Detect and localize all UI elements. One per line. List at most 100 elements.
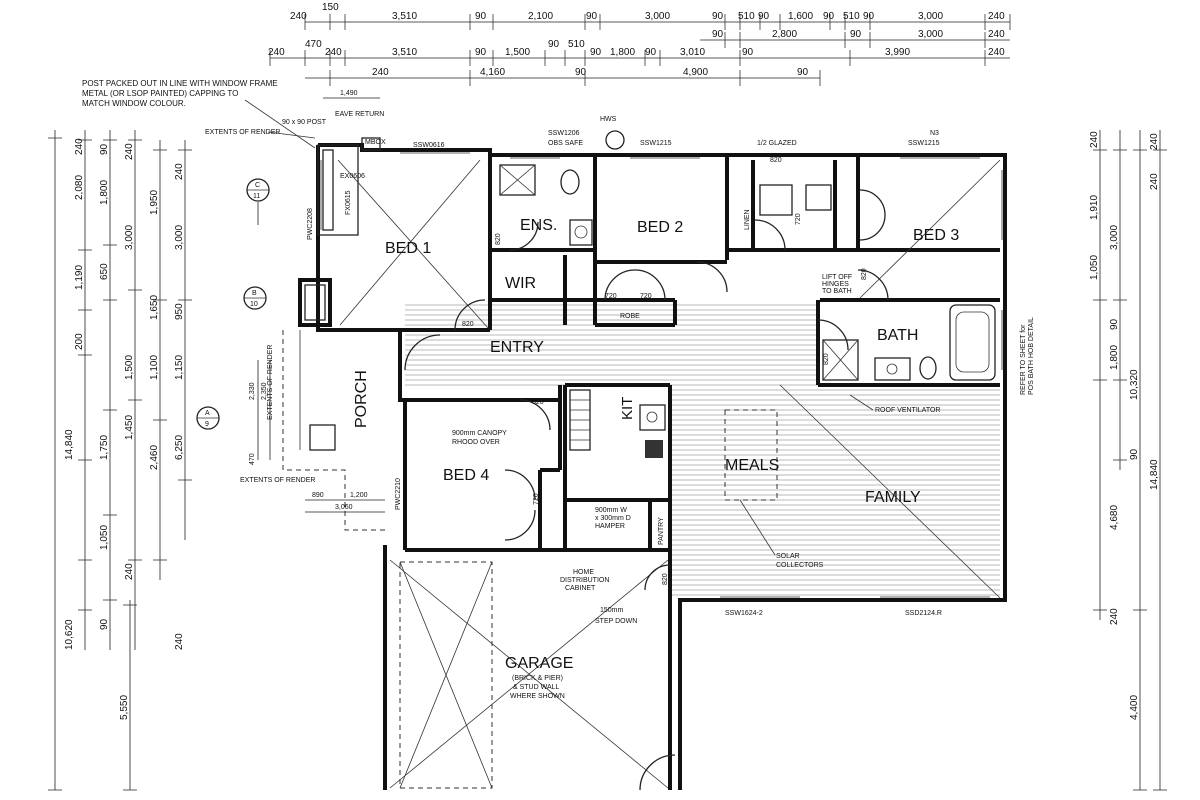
top-dimensions: 240 150 3,510 90 2,100 90 3,000 90 510 9… (268, 2, 1011, 86)
label-linen: LINEN (744, 209, 751, 230)
note-90x90-post: 90 x 90 POST (282, 119, 327, 126)
door-bed1 (454, 299, 486, 331)
label-entry: ENTRY (490, 339, 544, 356)
callouts: HWS SSW1206 OBS SAFE SSW0616 MBOX SSW121… (240, 116, 1035, 700)
dim-top1-5: 90 (586, 11, 598, 22)
dim-top1-12: 510 (843, 11, 860, 22)
note-eave-return: EAVE RETURN (335, 111, 384, 118)
dim-left-1450: 1,450 (124, 415, 135, 440)
dim-right-1910: 1,910 (1089, 195, 1100, 220)
dim-right-1800: 1,800 (1109, 345, 1120, 370)
dim-top2-1: 2,800 (772, 29, 797, 40)
section-markers: C 11 B 10 A 9 (196, 178, 270, 430)
dim-right-240: 240 (1089, 131, 1100, 148)
dw-hall-720: 720 (795, 213, 802, 225)
win-ssd2124: SSD2124.R (905, 610, 942, 617)
dim-left-1500: 1,500 (124, 355, 135, 380)
dim-top3-14: 240 (988, 47, 1005, 58)
label-kit: KIT (619, 397, 636, 420)
label-ens: ENS. (520, 217, 557, 234)
label-robe: ROBE (620, 313, 640, 320)
door-bath (817, 319, 849, 351)
note-canopy-2: RHOOD OVER (452, 439, 500, 446)
section-b-sheet: 10 (250, 301, 258, 308)
dw-garage: 820 (662, 573, 669, 585)
dim-right-240b: 240 (1109, 608, 1120, 625)
dim-right-4680: 4,680 (1109, 505, 1120, 530)
dim-right-240d: 240 (1149, 133, 1160, 150)
dw-ens: 820 (495, 233, 502, 245)
bath-vanity (874, 357, 911, 381)
dim-top2-2: 90 (850, 29, 862, 40)
dw-bed4: 820 (532, 399, 544, 406)
note-garage-1: (BRICK & PIER) (512, 675, 563, 682)
dim-left-10620: 10,620 (64, 619, 75, 650)
note-home-dist-3: CABINET (565, 585, 596, 592)
porch-extents (282, 330, 385, 531)
note-step-down-2: STEP DOWN (595, 618, 637, 625)
section-a-label: A (205, 410, 210, 417)
door-linen (754, 219, 786, 251)
label-bed1: BED 1 (385, 240, 431, 257)
section-a-sheet: 9 (205, 421, 209, 428)
label-mbox: MBOX (365, 139, 386, 146)
dim-top4-4: 90 (797, 67, 809, 78)
dim-top3-11: 3,010 (680, 47, 705, 58)
dim-right-3000: 3,000 (1109, 225, 1120, 250)
dim-left-5550: 5,550 (119, 695, 130, 720)
note-solar-1: SOLAR (776, 553, 800, 560)
dw-bath: 820 (823, 353, 830, 365)
note-step-down-1: 150mm (600, 607, 624, 614)
note-half-glazed: 1/2 GLAZED (757, 140, 797, 147)
label-wir: WIR (505, 275, 536, 292)
dim-left-1190: 1,190 (74, 265, 85, 290)
dim-porch-3060: 3,060 (335, 504, 353, 511)
win-ssw0616: SSW0616 (413, 142, 445, 149)
dim-top4-2: 90 (575, 67, 587, 78)
bathtub (949, 304, 996, 381)
door-widths: 820 820 720 720 820 720 820 820 720 820 … (462, 157, 868, 585)
door-bed3 (857, 269, 889, 301)
dim-top3-3: 3,510 (392, 47, 417, 58)
dim-porch-2350: 2,350 (261, 382, 268, 400)
dim-top1-13: 90 (863, 11, 875, 22)
dim-left2-1150: 1,150 (174, 355, 185, 380)
dw-720-a: 720 (605, 293, 617, 300)
dim-top2-4: 240 (988, 29, 1005, 40)
dim-top3-7: 510 (568, 39, 585, 50)
dim-top1-7: 90 (712, 11, 724, 22)
dim-top4-0: 240 (372, 67, 389, 78)
win-pwc2208: PWC2208 (307, 208, 314, 240)
dim-top1-11: 90 (823, 11, 835, 22)
label-bath: BATH (877, 327, 918, 344)
dim-top2-0: 90 (712, 29, 724, 40)
win-ex0606: EX0606 (340, 173, 365, 180)
dim-porch-2330: 2,330 (249, 382, 256, 400)
note-obs-safe: OBS SAFE (548, 140, 583, 147)
dim-top3-8: 90 (590, 47, 602, 58)
ensuite-shower (499, 164, 536, 196)
dim-left-240: 240 (74, 138, 85, 155)
label-bed2: BED 2 (637, 219, 683, 236)
kitchen-sink (639, 404, 666, 431)
door-bed3-robe-a (859, 189, 886, 216)
note-refer-bath-1: REFER TO SHEET for (1020, 324, 1027, 395)
win-ssw1206: SSW1206 (548, 130, 580, 137)
section-c-label: C (255, 182, 260, 189)
note-post-line3: MATCH WINDOW COLOUR. (82, 99, 186, 108)
dim-left2-950: 950 (174, 303, 185, 320)
note-home-dist-2: DISTRIBUTION (560, 577, 609, 584)
fixtures (361, 130, 996, 458)
dim-top1-6: 3,000 (645, 11, 670, 22)
dim-right-90: 90 (1109, 318, 1120, 330)
dw-720-b: 720 (640, 293, 652, 300)
dim-left-3250: 1,750 (99, 435, 110, 460)
dim-top4-1: 4,160 (480, 67, 505, 78)
dim-left2-1950: 1,950 (149, 190, 160, 215)
dim-eave: 1,490 (340, 90, 358, 97)
dim-right-10320: 10,320 (1129, 369, 1140, 400)
door-bed2-robe-b (634, 269, 666, 301)
ensuite-toilet (560, 169, 580, 195)
note-extents-render-bottom: EXTENTS OF RENDER (240, 477, 315, 484)
note-home-dist-1: HOME (573, 569, 594, 576)
